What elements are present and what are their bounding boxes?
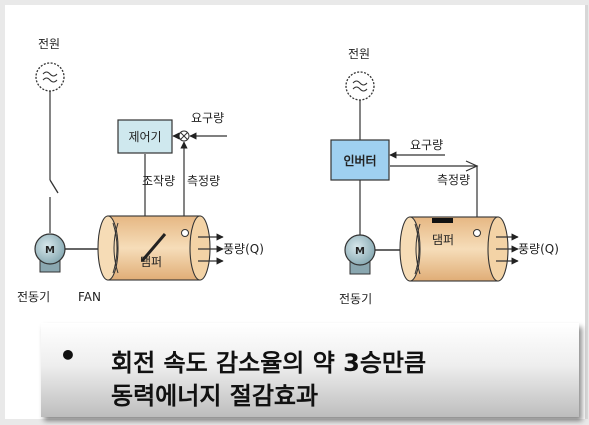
left-power-label: 전원 xyxy=(38,37,60,51)
inverter-label: 인버터 xyxy=(343,153,376,168)
callout-line-2: 동력에너지 절감효과 xyxy=(111,382,319,410)
left-airflow-label: 풍량(Q) xyxy=(223,242,264,256)
right-demand-label: 요구량 xyxy=(410,138,443,152)
left-motor-label: 전동기 xyxy=(17,290,50,304)
callout-bullet: • xyxy=(59,339,77,372)
right-motor-label: 전동기 xyxy=(339,292,372,306)
control-comparison-diagram: 전원 M 전동기 FAN 제어기 요구량 조작량 xyxy=(17,37,559,306)
controller-box xyxy=(117,119,173,154)
left-motor-icon: M xyxy=(34,233,66,273)
right-duct xyxy=(399,216,509,282)
right-motor-icon: M xyxy=(344,234,376,275)
right-flow-sensor xyxy=(473,229,481,237)
left-duct xyxy=(97,215,211,281)
right-measured-label: 측정량 xyxy=(437,173,470,187)
left-measured-label: 측정량 xyxy=(187,174,220,188)
right-power-source-icon xyxy=(345,71,375,101)
inverter-box xyxy=(330,139,390,181)
left-diagram: 전원 M 전동기 FAN 제어기 요구량 조작량 xyxy=(17,37,264,304)
callout-line-1: 회전 속도 감소율의 약 3승만큼 xyxy=(111,349,427,377)
left-flow-sensor xyxy=(181,229,189,237)
right-damper-label: 댐퍼 xyxy=(432,233,454,247)
left-fan-label: FAN xyxy=(78,290,101,304)
right-damper-blade xyxy=(432,218,453,223)
left-damper-blade xyxy=(140,233,167,262)
right-motor-symbol: M xyxy=(355,246,365,257)
figure-frame: 전원 M 전동기 FAN 제어기 요구량 조작량 xyxy=(5,5,588,419)
left-demand-label: 요구량 xyxy=(191,111,224,125)
left-motor-symbol: M xyxy=(45,245,55,256)
left-switch-icon xyxy=(49,179,59,194)
right-airflow-label: 풍량(Q) xyxy=(518,242,559,256)
right-diagram: 전원 인버터 요구량 측정량 M 전동기 댐퍼 xyxy=(330,47,559,306)
controller-label: 제어기 xyxy=(128,130,161,144)
manipulated-label: 조작량 xyxy=(142,174,175,188)
summing-junction-icon xyxy=(178,130,190,142)
summary-callout: • 회전 속도 감소율의 약 3승만큼 동력에너지 절감효과 xyxy=(41,323,579,417)
left-damper-label: 댐퍼 xyxy=(140,255,162,269)
right-power-label: 전원 xyxy=(348,47,370,61)
left-power-source-icon xyxy=(35,62,65,92)
